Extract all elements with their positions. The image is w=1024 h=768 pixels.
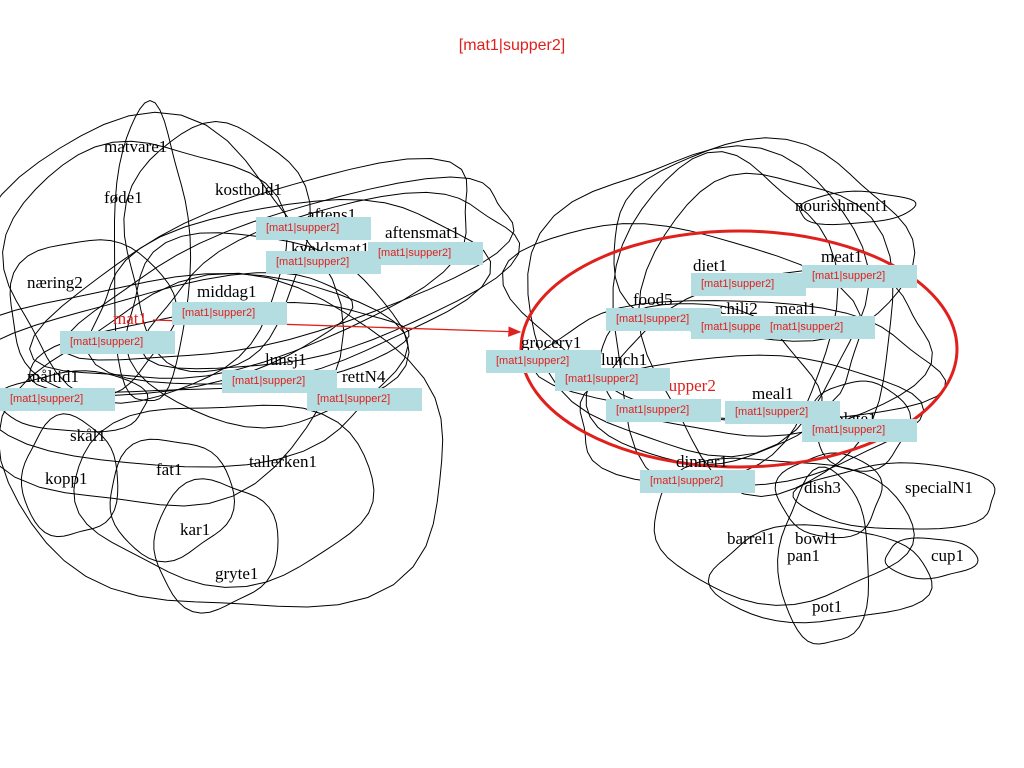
mapping-tag: [mat1|supper2] (60, 331, 175, 354)
cluster-outline (109, 438, 236, 563)
word-label: meal1 (752, 384, 794, 403)
mapping-tag: [mat1|supper2] (606, 399, 721, 422)
word-label: rettN4 (342, 367, 386, 386)
word-label: kopp1 (45, 469, 88, 488)
word-label: chili2 (719, 299, 758, 318)
diagram-title: [mat1|supper2] (458, 37, 566, 54)
word-label: pot1 (812, 597, 843, 616)
word-label: cup1 (931, 546, 965, 565)
cluster-outline (798, 190, 917, 226)
word-label: skål1 (70, 426, 106, 445)
word-label: meat1 (821, 247, 863, 266)
word-label: aftensmat1 (385, 223, 460, 242)
mapping-tag: [mat1|supper2] (172, 302, 287, 325)
mapping-tag: [mat1|supper2] (0, 388, 115, 411)
word-label: kosthold1 (215, 180, 283, 199)
mapping-tag: [mat1|supper2] (760, 316, 875, 339)
cluster-outline (2, 140, 289, 404)
mapping-tag: [mat1|supper2] (802, 419, 917, 442)
word-label: kar1 (180, 520, 211, 539)
mapping-tag: [mat1|supper2] (802, 265, 917, 288)
word-label: bowl1 (795, 529, 838, 548)
cluster-outline (123, 120, 312, 373)
cluster-outline (884, 537, 979, 580)
word-label: gryte1 (215, 564, 259, 583)
cluster-outline (9, 239, 178, 398)
word-label: diet1 (693, 256, 727, 275)
word-label: lunch1 (601, 350, 648, 369)
cluster-outline (638, 172, 894, 498)
mapping-tag: [mat1|supper2] (725, 401, 840, 424)
word-label: næring2 (27, 273, 83, 292)
word-label: fat1 (156, 460, 183, 479)
cluster-outline (777, 466, 870, 645)
mapping-tag: [mat1|supper2] (256, 217, 371, 240)
cluster-outline (20, 413, 119, 538)
word-label: grocery1 (521, 333, 582, 352)
word-label: nourishment1 (795, 196, 889, 215)
cluster-outline (792, 462, 996, 530)
word-label: meal1 (775, 299, 817, 318)
cluster-outline (0, 272, 354, 402)
word-label: pan1 (787, 546, 821, 565)
cluster-outline (153, 478, 279, 614)
mapping-tag: [mat1|supper2] (640, 470, 755, 493)
mapping-tag: [mat1|supper2] (555, 368, 670, 391)
word-label: føde1 (104, 188, 143, 207)
cluster-outline (0, 272, 409, 468)
word-label: food5 (633, 290, 673, 309)
supper2-highlight-ellipse (519, 229, 959, 469)
cluster-outline (0, 370, 149, 433)
word-label: dinner1 (676, 452, 728, 471)
word-label: dish3 (804, 478, 841, 497)
cluster-outline (73, 404, 375, 588)
word-label: måltid1 (27, 367, 79, 386)
mapping-tag: [mat1|supper2] (486, 350, 601, 373)
mapping-tag: [mat1|supper2] (307, 388, 422, 411)
word-label: barrel1 (727, 529, 776, 548)
cluster-outline (653, 457, 915, 606)
word-label: matvare1 (104, 137, 168, 156)
word-label-focus: mat1 (113, 309, 147, 328)
word-label-focus: supper2 (662, 376, 716, 395)
word-label: specialN1 (905, 478, 973, 497)
word-label: lunsj1 (265, 350, 307, 369)
mapping-tag: [mat1|supper2] (368, 242, 483, 265)
word-label: middag1 (197, 282, 257, 301)
cluster-outline (579, 354, 925, 487)
cluster-outline (707, 524, 933, 624)
mapping-tag: [mat1|supper2] (691, 273, 806, 296)
cluster-outline (774, 452, 883, 539)
mapping-tag: [mat1|supper2] (266, 251, 381, 274)
cluster-outline (114, 100, 192, 402)
cluster-outline (0, 272, 444, 608)
cluster-outline (0, 111, 345, 507)
mapping-tag: [mat1|supper2] (222, 370, 337, 393)
word-label: tallerken1 (249, 452, 317, 471)
